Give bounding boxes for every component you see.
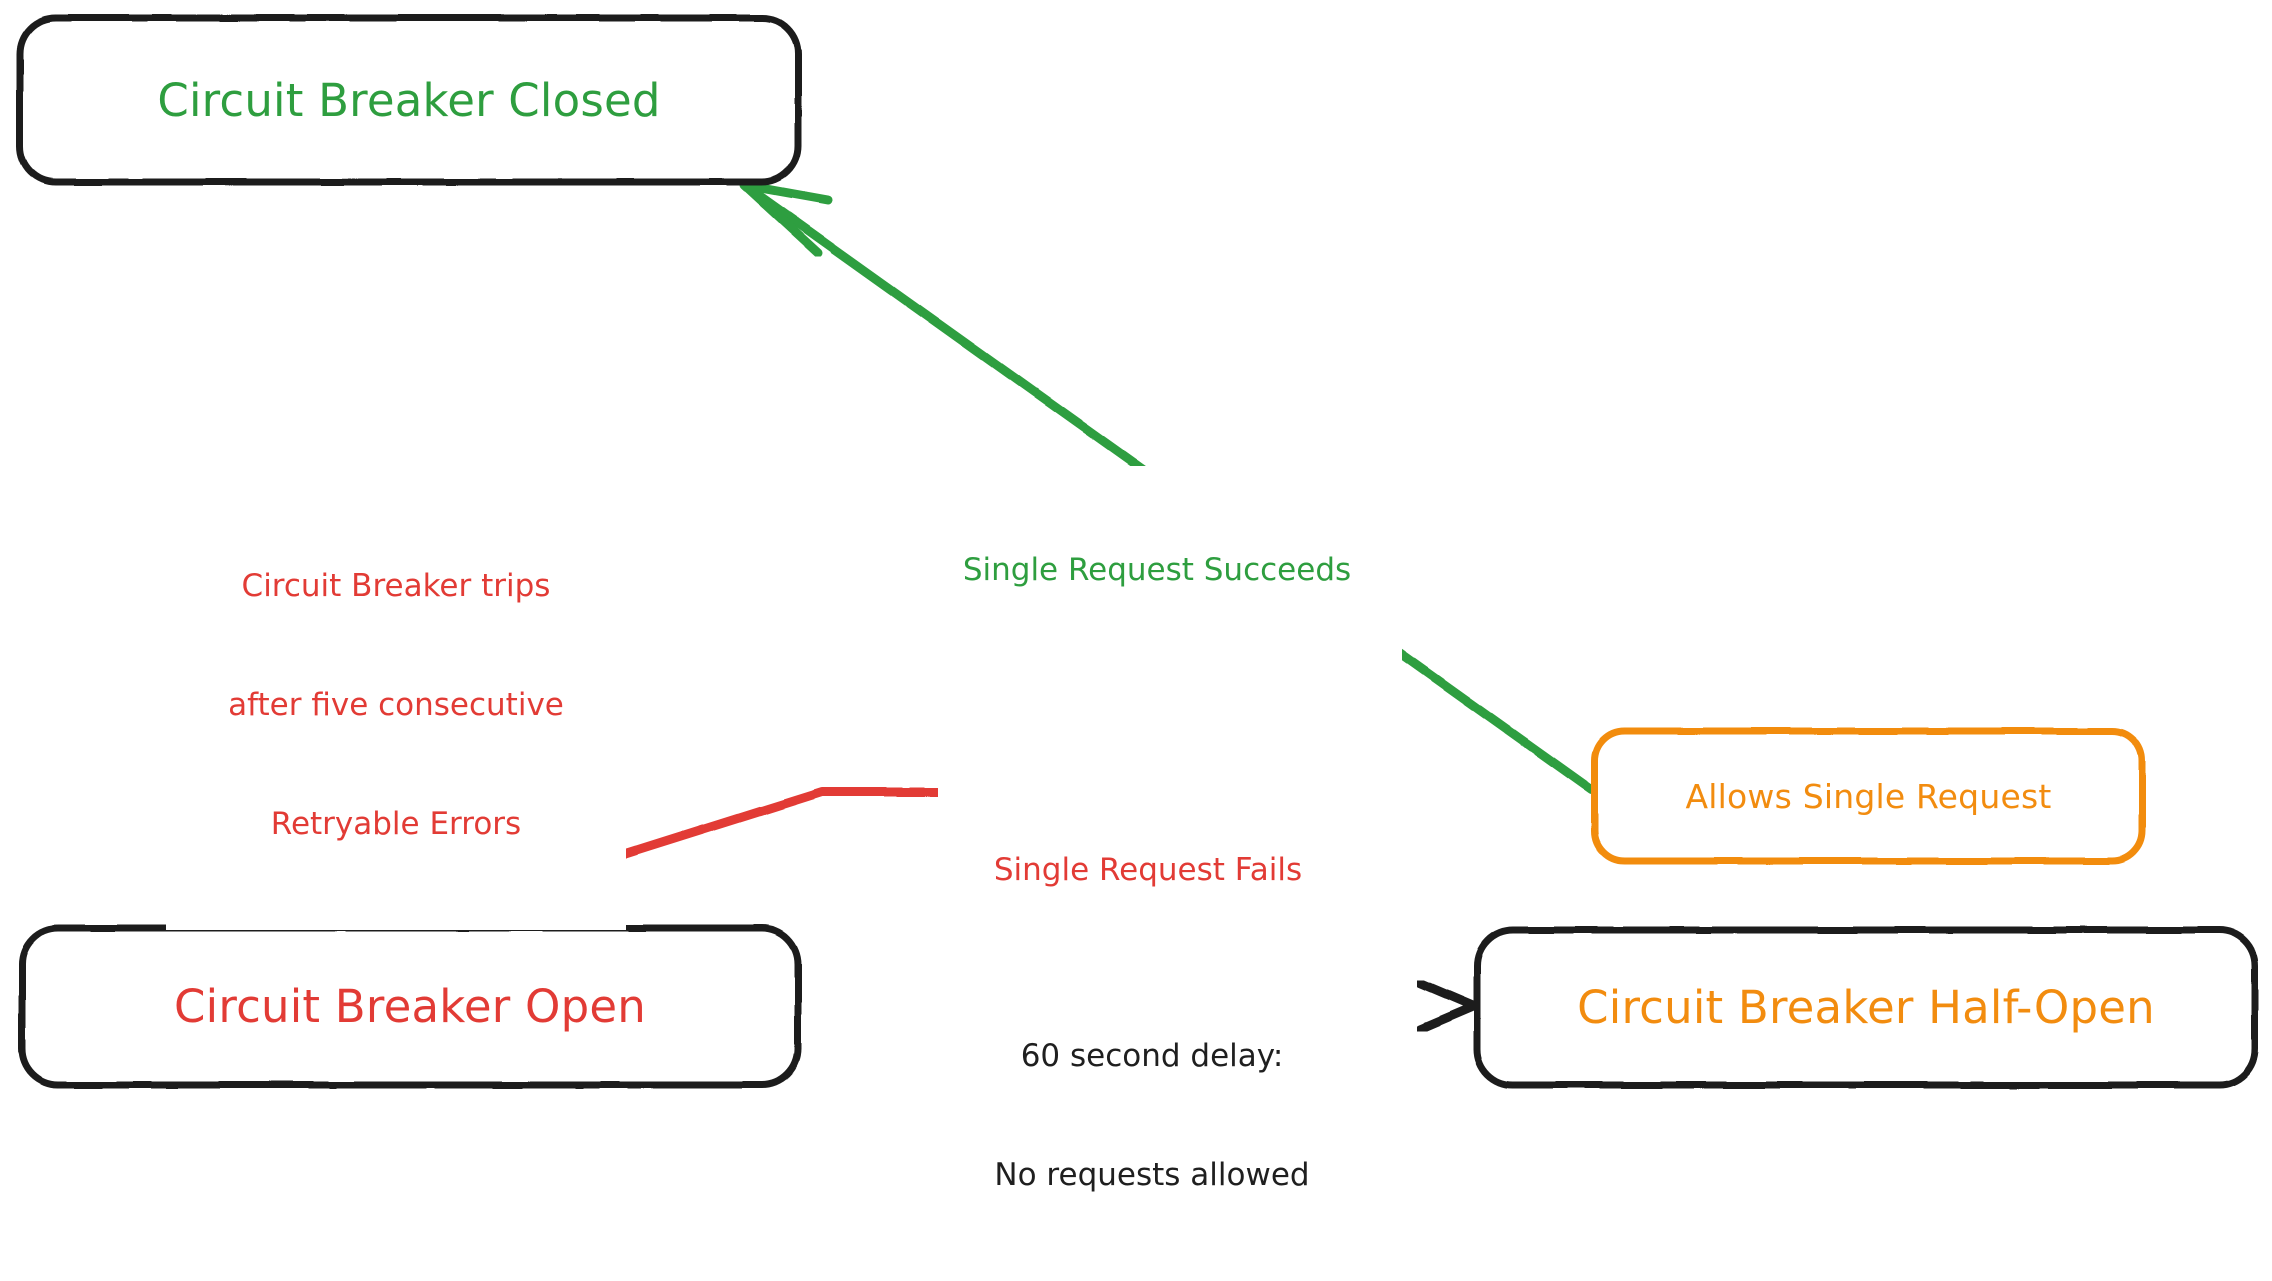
edge-label-allows-to-open: Single Request Fails: [938, 767, 1358, 976]
diagram-canvas: Circuit Breaker Closed Circuit Breaker O…: [16, 14, 2259, 1194]
edge-label-line: Single Request Fails: [993, 852, 1303, 889]
edge-label-open-to-half-open: 60 second delay: No requests allowed: [952, 952, 1352, 1281]
edge-label-line: Retryable Errors: [270, 806, 522, 843]
edge-label-line: after five consecutive: [228, 687, 564, 724]
edge-label-line: 60 second delay:: [1020, 1038, 1284, 1075]
edge-label-allows-to-closed: Single Request Succeeds: [912, 466, 1402, 677]
edge-label-closed-to-open: Circuit Breaker trips after five consecu…: [166, 482, 626, 931]
diagram-svg-layer: [16, 14, 2259, 1089]
node-box-closed[interactable]: [16, 14, 802, 186]
edge-label-line: No requests allowed: [994, 1157, 1310, 1194]
node-box-allows-single-request[interactable]: [1591, 727, 2146, 865]
edge-label-line: Circuit Breaker trips: [241, 568, 551, 605]
node-box-open[interactable]: [18, 924, 802, 1089]
node-box-half-open[interactable]: [1473, 926, 2259, 1089]
edge-label-line: Single Request Succeeds: [962, 552, 1352, 589]
